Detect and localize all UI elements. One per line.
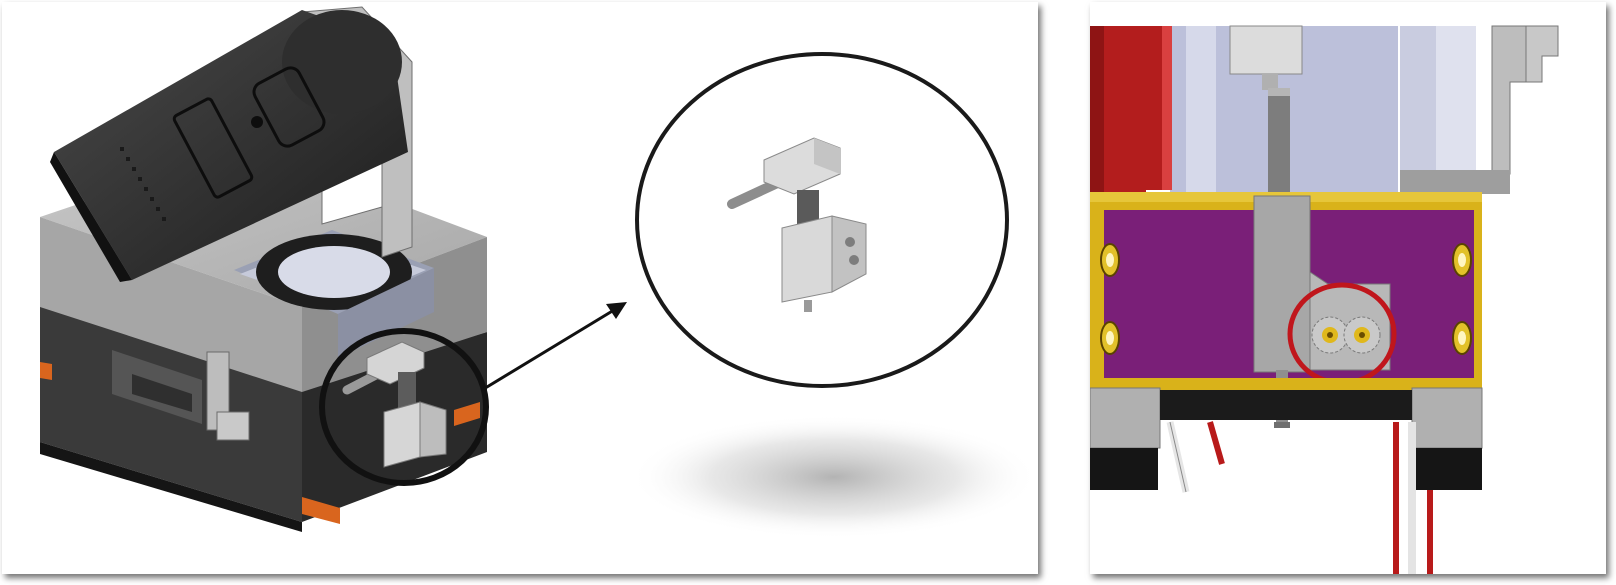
orange-foot: [454, 402, 480, 426]
valve-ports: [1311, 316, 1381, 354]
cooling-fan: [234, 230, 434, 358]
cad-assembly-drawing: [40, 6, 1038, 539]
valve-component-small: [342, 341, 447, 468]
callout-circle: [319, 328, 489, 486]
tilted-sensor-housing: [50, 10, 408, 282]
orange-foot: [40, 362, 52, 380]
zoom-shadow: [629, 415, 1038, 539]
cables: [1166, 421, 1433, 574]
cad-assembly-panel: [2, 2, 1038, 574]
front-view-panel: [1090, 2, 1606, 574]
front-view-drawing: [1090, 25, 1559, 574]
valve-front-view: [1253, 195, 1391, 428]
orange-foot: [302, 497, 340, 524]
upper-motor-assembly: [1170, 25, 1559, 198]
zoom-arrow: [481, 302, 627, 392]
lower-base-assembly: [1090, 378, 1483, 574]
valve-component-zoomed: [727, 137, 867, 312]
